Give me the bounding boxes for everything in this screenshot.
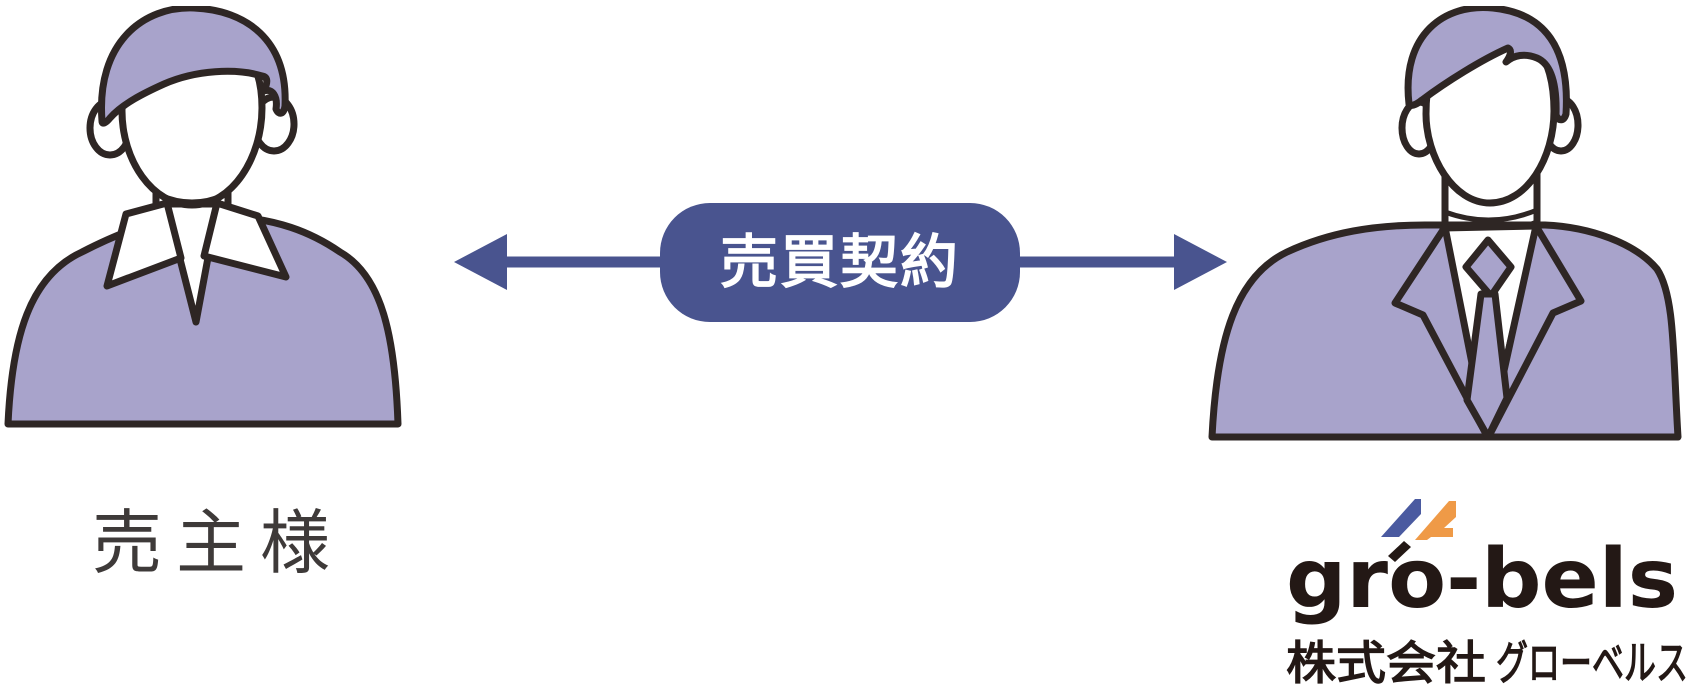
- company-name-prefix: 株式会社: [1286, 636, 1486, 687]
- seller-label: 売主様: [92, 504, 344, 582]
- logo-text: gro-bels: [1286, 532, 1678, 627]
- contract-label: 売買契約: [719, 229, 960, 295]
- contract-badge: 売買契約: [660, 203, 1020, 322]
- company-name: グローベルス: [1496, 636, 1688, 687]
- buyer-person-icon: [1208, 6, 1682, 441]
- logo-mark-icon: [1381, 499, 1456, 540]
- company-logo: gro-bels 株式会社 グローベルス: [1286, 499, 1688, 687]
- seller-person-icon: [4, 6, 402, 428]
- logo-accent-icon: [1388, 541, 1411, 562]
